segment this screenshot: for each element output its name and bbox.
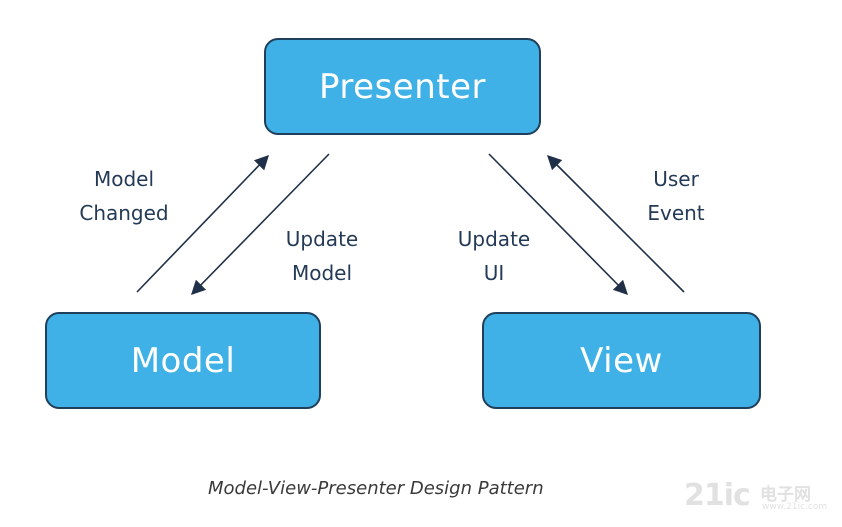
watermark-chinese: 电子网 bbox=[760, 485, 811, 505]
label-update-ui-line1: Update bbox=[457, 227, 531, 251]
label-user-event: User Event bbox=[616, 162, 736, 230]
arrow-presenter-to-view bbox=[488, 153, 629, 296]
label-model-changed-line2: Changed bbox=[79, 201, 169, 225]
label-model-changed: Model Changed bbox=[64, 162, 184, 230]
label-update-model: Update Model bbox=[262, 222, 382, 290]
label-model-changed-line1: Model bbox=[93, 167, 155, 191]
arrow-view-to-presenter bbox=[546, 154, 685, 293]
view-node: View bbox=[482, 312, 761, 409]
arrow-presenter-to-model bbox=[190, 153, 330, 296]
diagram-caption: Model-View-Presenter Design Pattern bbox=[208, 478, 544, 499]
presenter-node: Presenter bbox=[264, 38, 541, 135]
model-node: Model bbox=[45, 312, 321, 409]
watermark-number: 21ic bbox=[684, 478, 751, 513]
label-user-event-line1: User bbox=[653, 167, 699, 191]
arrow-model-to-presenter bbox=[136, 154, 269, 293]
label-update-ui: Update UI bbox=[434, 222, 554, 290]
watermark-logo: 21ic 电子网 www.21ic.com bbox=[684, 478, 834, 518]
label-update-model-line1: Update bbox=[285, 227, 359, 251]
label-update-model-line2: Model bbox=[291, 261, 353, 285]
label-user-event-line2: Event bbox=[647, 201, 705, 225]
watermark-url: www.21ic.com bbox=[762, 502, 828, 512]
label-update-ui-line2: UI bbox=[483, 261, 505, 285]
